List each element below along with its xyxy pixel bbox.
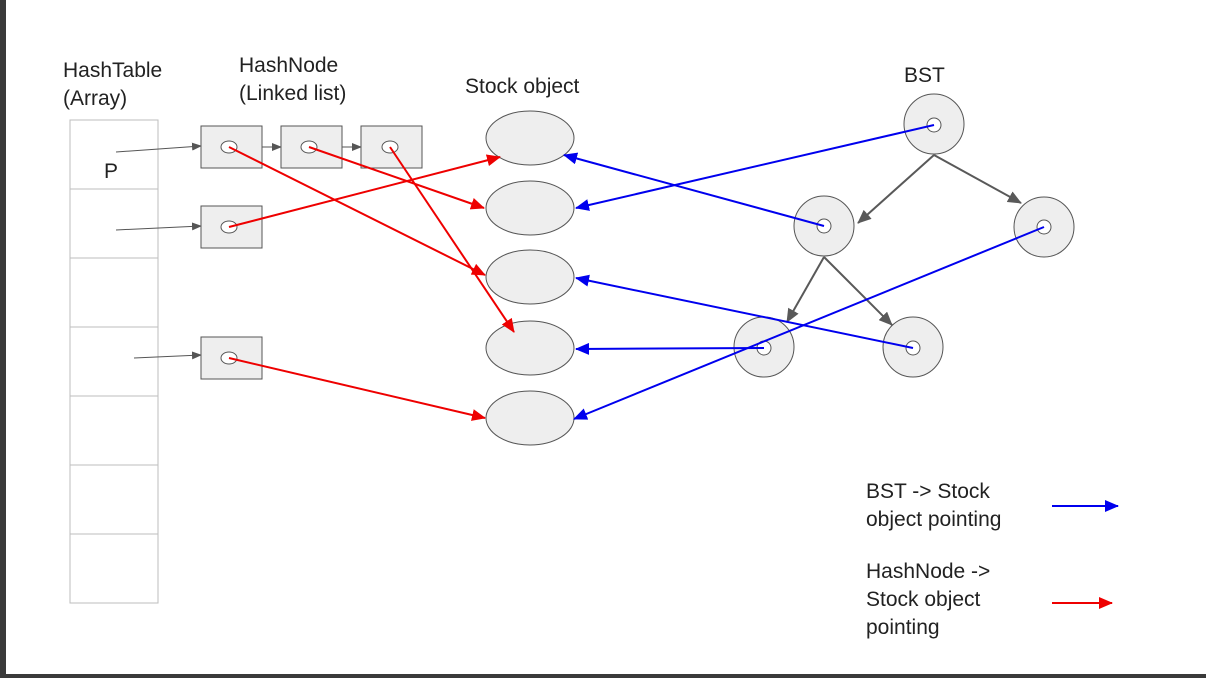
bst-edge bbox=[786, 256, 825, 323]
red-pointer bbox=[308, 146, 485, 210]
red-pointer bbox=[389, 146, 515, 333]
red-pointer bbox=[228, 146, 486, 276]
stock-objects bbox=[485, 110, 575, 446]
bucket-pointers bbox=[115, 142, 362, 360]
bst-edges bbox=[786, 154, 1022, 326]
bucket-p-label: P bbox=[104, 160, 119, 183]
bucket-0 bbox=[69, 119, 159, 190]
hashnode-title-line2: (Linked list) bbox=[239, 82, 347, 105]
stock-object bbox=[485, 249, 575, 305]
red-pointer bbox=[228, 357, 486, 421]
blue-pointer bbox=[575, 124, 935, 211]
hashnode-title-line1: HashNode bbox=[239, 54, 339, 77]
hash-node bbox=[200, 125, 263, 169]
stock-object bbox=[485, 390, 575, 446]
data-structure-diagram bbox=[69, 93, 1119, 609]
stock-object bbox=[485, 110, 575, 166]
legend-bst-line1: BST -> Stock bbox=[866, 480, 990, 503]
bucket-5 bbox=[69, 464, 159, 535]
legend-bst-line2: object pointing bbox=[866, 508, 1002, 531]
diagram-canvas: HashTable (Array) HashNode (Linked list)… bbox=[6, 0, 1206, 674]
bucket-pointer-3 bbox=[133, 351, 202, 360]
blue-pointer bbox=[573, 226, 1045, 420]
stock-object-title: Stock object bbox=[465, 75, 580, 98]
red-pointer bbox=[228, 154, 501, 228]
legend-bst: BST -> Stock object pointing bbox=[866, 478, 1001, 534]
blue-pointer bbox=[575, 274, 914, 349]
hashtable-array bbox=[69, 119, 159, 604]
hashnode-title: HashNode (Linked list) bbox=[239, 52, 346, 108]
legend-hashnode-line3: pointing bbox=[866, 616, 940, 639]
bst-edge bbox=[823, 256, 893, 326]
stock-object bbox=[485, 320, 575, 376]
bucket-2 bbox=[69, 257, 159, 328]
hashtable-title: HashTable (Array) bbox=[63, 57, 162, 113]
bucket-3 bbox=[69, 326, 159, 397]
bucket-6 bbox=[69, 533, 159, 604]
legend-hashnode-line1: HashNode -> bbox=[866, 560, 991, 583]
blue-pointer bbox=[575, 342, 765, 355]
bst-edge bbox=[933, 154, 1022, 204]
hash-nodes bbox=[200, 125, 423, 380]
bst-node-root bbox=[903, 93, 965, 155]
legend-hashnode-line2: Stock object bbox=[866, 588, 981, 611]
blue-pointer bbox=[563, 152, 825, 227]
bucket-pointer-1 bbox=[115, 222, 202, 231]
hashtable-title-line2: (Array) bbox=[63, 87, 128, 110]
stock-object bbox=[485, 180, 575, 236]
bst-title: BST bbox=[904, 64, 945, 87]
legend-hashnode: HashNode -> Stock object pointing bbox=[866, 558, 990, 642]
hashnode-stock-pointers bbox=[228, 146, 515, 421]
bst-stock-pointers bbox=[563, 124, 1045, 420]
hash-node bbox=[360, 125, 423, 169]
bucket-4 bbox=[69, 395, 159, 466]
bucket-pointer-0 bbox=[115, 142, 202, 153]
bst-edge bbox=[857, 154, 935, 224]
hashtable-title-line1: HashTable bbox=[63, 59, 163, 82]
bst-node bbox=[733, 316, 795, 378]
bucket-1 bbox=[69, 188, 159, 259]
